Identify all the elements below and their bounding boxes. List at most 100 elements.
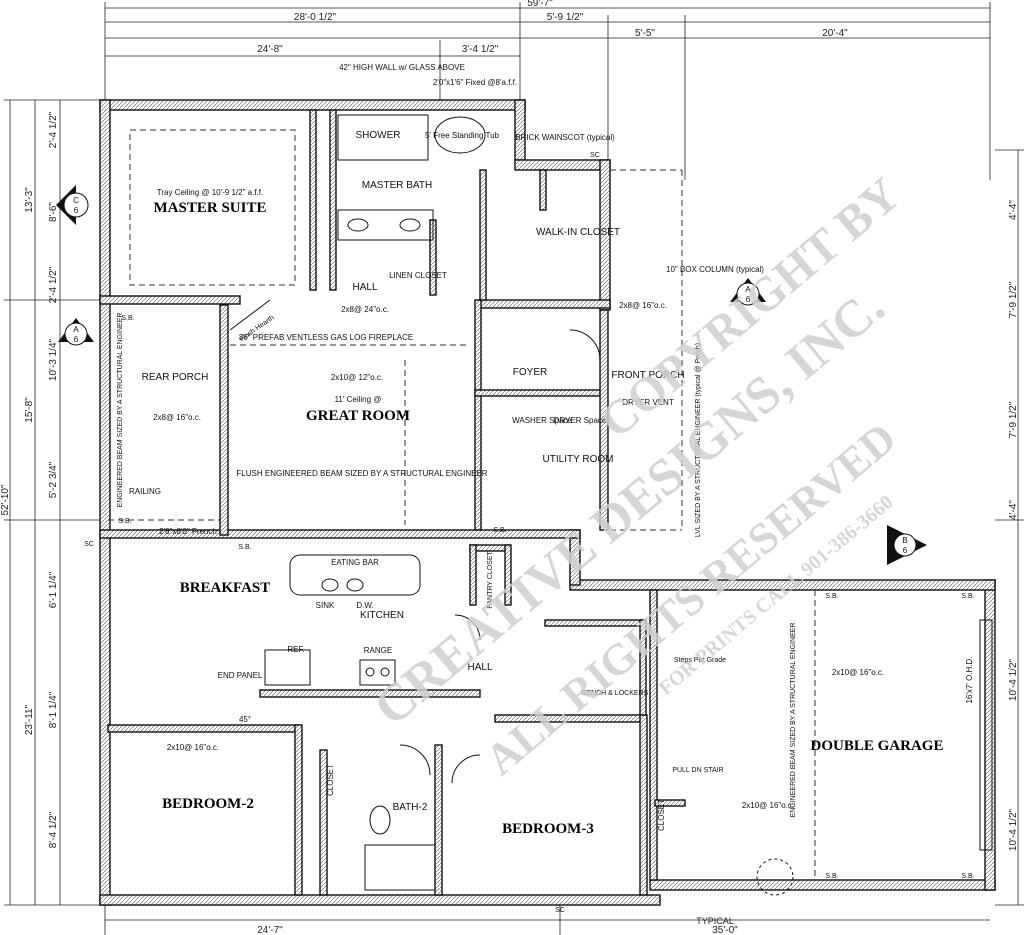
svg-text:REF.: REF. bbox=[287, 645, 304, 654]
svg-text:4'-4": 4'-4" bbox=[1008, 200, 1019, 220]
svg-text:5' Free Standing Tub: 5' Free Standing Tub bbox=[425, 131, 500, 140]
svg-text:A: A bbox=[745, 285, 751, 294]
svg-text:2x10@ 16"o.c.: 2x10@ 16"o.c. bbox=[742, 801, 794, 810]
svg-text:6: 6 bbox=[74, 206, 79, 215]
svg-text:5'-2 3/4": 5'-2 3/4" bbox=[48, 461, 59, 498]
svg-text:S.B.: S.B. bbox=[825, 593, 838, 600]
svg-text:35'-0": 35'-0" bbox=[712, 925, 738, 935]
dashed-lines bbox=[108, 129, 816, 880]
section-marker-c6: C 6 bbox=[56, 185, 89, 225]
svg-text:C: C bbox=[73, 196, 79, 205]
svg-text:24'-8": 24'-8" bbox=[257, 44, 283, 55]
svg-text:FLUSH ENGINEERED BEAM SIZED BY: FLUSH ENGINEERED BEAM SIZED BY A STRUCTU… bbox=[236, 469, 487, 478]
svg-text:3'-4 1/2": 3'-4 1/2" bbox=[462, 44, 499, 55]
svg-text:ENGINEERED BEAM SIZED BY A STR: ENGINEERED BEAM SIZED BY A STRUCTURAL EN… bbox=[790, 623, 797, 818]
svg-text:2'0"x1'6" Fixed @8'a.f.f.: 2'0"x1'6" Fixed @8'a.f.f. bbox=[433, 78, 517, 87]
fixtures bbox=[229, 114, 993, 896]
svg-text:8'-6": 8'-6" bbox=[48, 202, 59, 222]
svg-text:2'-4 1/2": 2'-4 1/2" bbox=[48, 266, 59, 303]
room-pantry-closet: PANTRY CLOSET bbox=[487, 550, 494, 608]
svg-text:52'-10": 52'-10" bbox=[0, 484, 11, 515]
room-walk-in-closet: WALK-IN CLOSET bbox=[536, 227, 620, 238]
svg-text:2x10@ 12"o.c.: 2x10@ 12"o.c. bbox=[331, 373, 383, 382]
svg-text:13'-3": 13'-3" bbox=[24, 187, 35, 213]
svg-text:SC: SC bbox=[555, 907, 565, 914]
svg-text:2x8@ 16"o.c.: 2x8@ 16"o.c. bbox=[153, 413, 201, 422]
svg-text:SC: SC bbox=[590, 152, 600, 159]
svg-text:BRICK WAINSCOT (typical): BRICK WAINSCOT (typical) bbox=[515, 133, 615, 142]
room-closet-b: CLOSET bbox=[657, 799, 666, 831]
svg-text:15'-8": 15'-8" bbox=[24, 397, 35, 423]
room-foyer: FOYER bbox=[513, 367, 547, 378]
svg-text:RAILING: RAILING bbox=[129, 487, 161, 496]
svg-text:S.B.: S.B. bbox=[493, 527, 506, 534]
svg-text:8'-1 1/4": 8'-1 1/4" bbox=[48, 691, 59, 728]
room-rear-porch: REAR PORCH bbox=[142, 372, 209, 383]
svg-text:S.B.: S.B. bbox=[961, 593, 974, 600]
svg-text:7'-9 1/2": 7'-9 1/2" bbox=[1008, 281, 1019, 318]
room-utility: UTILITY ROOM bbox=[543, 454, 614, 465]
svg-text:S.B.: S.B. bbox=[961, 873, 974, 880]
section-marker-b6: B 6 bbox=[887, 525, 927, 565]
svg-text:10'-4 1/2": 10'-4 1/2" bbox=[1008, 808, 1019, 851]
svg-text:Tray Ceiling @ 10'-9 1/2" a.f.: Tray Ceiling @ 10'-9 1/2" a.f.f. bbox=[157, 188, 263, 197]
svg-text:S.B.: S.B. bbox=[238, 544, 251, 551]
room-master-suite: MASTER SUITE bbox=[154, 200, 267, 216]
svg-text:Steps Per Grade: Steps Per Grade bbox=[674, 657, 726, 664]
svg-text:6: 6 bbox=[903, 546, 908, 555]
svg-text:A: A bbox=[73, 325, 79, 334]
svg-text:7'-9 1/2": 7'-9 1/2" bbox=[1008, 401, 1019, 438]
svg-text:2x8@ 16"o.c.: 2x8@ 16"o.c. bbox=[619, 301, 667, 310]
section-marker-a6-left: A 6 bbox=[58, 318, 94, 346]
svg-text:2'8"x8'0" French: 2'8"x8'0" French bbox=[159, 527, 217, 536]
svg-text:36" PREFAB VENTLESS GAS LOG FI: 36" PREFAB VENTLESS GAS LOG FIREPLACE bbox=[239, 333, 413, 342]
svg-text:42" HIGH WALL w/ GLASS ABOVE: 42" HIGH WALL w/ GLASS ABOVE bbox=[339, 63, 465, 72]
svg-text:4'-4": 4'-4" bbox=[1008, 500, 1019, 520]
room-closet-a: CLOSET bbox=[326, 764, 335, 796]
svg-text:S.B.: S.B. bbox=[118, 518, 131, 525]
room-double-garage: DOUBLE GARAGE bbox=[811, 738, 944, 754]
svg-text:8'-4 1/2": 8'-4 1/2" bbox=[48, 811, 59, 848]
svg-text:10'-4 1/2": 10'-4 1/2" bbox=[1008, 658, 1019, 701]
svg-text:B: B bbox=[902, 536, 907, 545]
room-hall: HALL bbox=[352, 282, 377, 293]
svg-text:2x10@ 16"o.c.: 2x10@ 16"o.c. bbox=[832, 668, 884, 677]
room-master-bath: MASTER BATH bbox=[362, 180, 432, 191]
room-bedroom-2: BEDROOM-2 bbox=[162, 796, 254, 812]
room-kitchen: KITCHEN bbox=[360, 610, 404, 621]
svg-text:S.B.: S.B. bbox=[121, 315, 134, 322]
room-linen-closet: LINEN CLOSET bbox=[389, 271, 447, 280]
room-bedroom-3: BEDROOM-3 bbox=[502, 821, 594, 837]
section-marker-a6-right: A 6 bbox=[730, 278, 766, 306]
svg-text:24'-7": 24'-7" bbox=[257, 925, 283, 935]
svg-text:LVL SIZED BY A STRUCTURAL ENGI: LVL SIZED BY A STRUCTURAL ENGINEER (typi… bbox=[695, 343, 702, 537]
svg-text:2x10@ 16"o.c.: 2x10@ 16"o.c. bbox=[167, 743, 219, 752]
svg-text:23'-11": 23'-11" bbox=[24, 704, 35, 735]
room-labels: MASTER SUITE GREAT ROOM BREAKFAST BEDROO… bbox=[142, 130, 944, 837]
svg-text:5'-5": 5'-5" bbox=[635, 28, 655, 39]
svg-text:BENCH & LOCKERS: BENCH & LOCKERS bbox=[582, 690, 649, 697]
room-great-room: GREAT ROOM bbox=[306, 408, 410, 424]
svg-text:6: 6 bbox=[746, 295, 751, 304]
room-front-porch: FRONT PORCH bbox=[611, 370, 684, 381]
walls bbox=[99, 99, 996, 906]
svg-text:2x8@ 24"o.c.: 2x8@ 24"o.c. bbox=[341, 305, 389, 314]
svg-text:ENGINEERED BEAM SIZED BY A STR: ENGINEERED BEAM SIZED BY A STRUCTURAL EN… bbox=[117, 313, 124, 508]
svg-text:16'x7' O.H.D.: 16'x7' O.H.D. bbox=[965, 656, 974, 703]
room-breakfast: BREAKFAST bbox=[180, 580, 271, 596]
svg-text:11' Ceiling @: 11' Ceiling @ bbox=[335, 395, 382, 404]
dimension-lines bbox=[4, 2, 1024, 935]
svg-text:DRYER VENT: DRYER VENT bbox=[622, 398, 674, 407]
svg-text:SC: SC bbox=[84, 541, 94, 548]
svg-text:SINK: SINK bbox=[316, 601, 335, 610]
svg-text:S.B.: S.B. bbox=[825, 873, 838, 880]
svg-text:59'-7": 59'-7" bbox=[527, 0, 553, 9]
svg-text:10" BOX COLUMN (typical): 10" BOX COLUMN (typical) bbox=[666, 265, 764, 274]
svg-text:5'-9 1/2": 5'-9 1/2" bbox=[547, 12, 584, 23]
svg-text:TYPICAL: TYPICAL bbox=[696, 916, 734, 926]
svg-text:EATING BAR: EATING BAR bbox=[331, 558, 379, 567]
svg-text:DRYER Space: DRYER Space bbox=[554, 416, 607, 425]
svg-text:6'-1 1/4": 6'-1 1/4" bbox=[48, 571, 59, 608]
